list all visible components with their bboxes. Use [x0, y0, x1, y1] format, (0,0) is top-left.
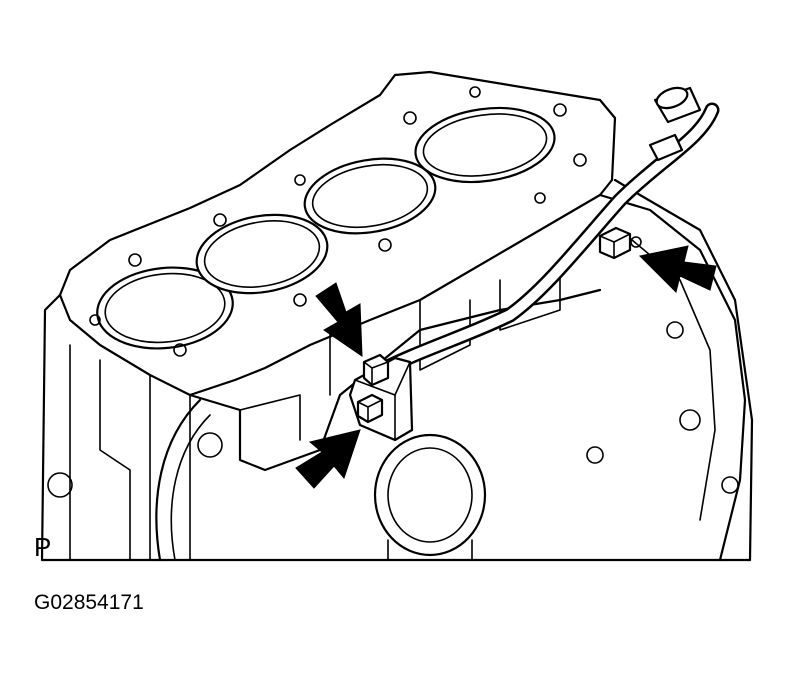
bracket-bolt-lower	[356, 393, 384, 424]
view-label: P	[34, 532, 52, 562]
cylinder-bore-2-inner	[203, 220, 321, 288]
crankshaft-bore	[373, 433, 487, 557]
arrow-upper-bolt	[315, 282, 363, 357]
rear-flange	[155, 398, 202, 562]
arrow-lower-bolt	[295, 429, 361, 489]
engine-block-body	[40, 178, 754, 562]
cylinder-bore-2	[195, 213, 329, 295]
cylinder-bore-3	[303, 157, 437, 235]
arrow-right-bolt	[638, 245, 717, 293]
pipe-hose-nipple	[648, 86, 702, 162]
cylinder-bore-1-inner	[104, 272, 226, 344]
bracket-bolt-upper	[362, 353, 390, 387]
figure-id: G02854171	[34, 591, 144, 614]
bellhousing	[598, 193, 747, 562]
deck-holes	[89, 86, 587, 357]
cylinder-bore-4-inner	[422, 113, 548, 177]
cylinder-bore-4	[414, 106, 556, 184]
cylinder-bore-3-inner	[311, 163, 429, 229]
bellhousing-bolt	[598, 226, 642, 260]
